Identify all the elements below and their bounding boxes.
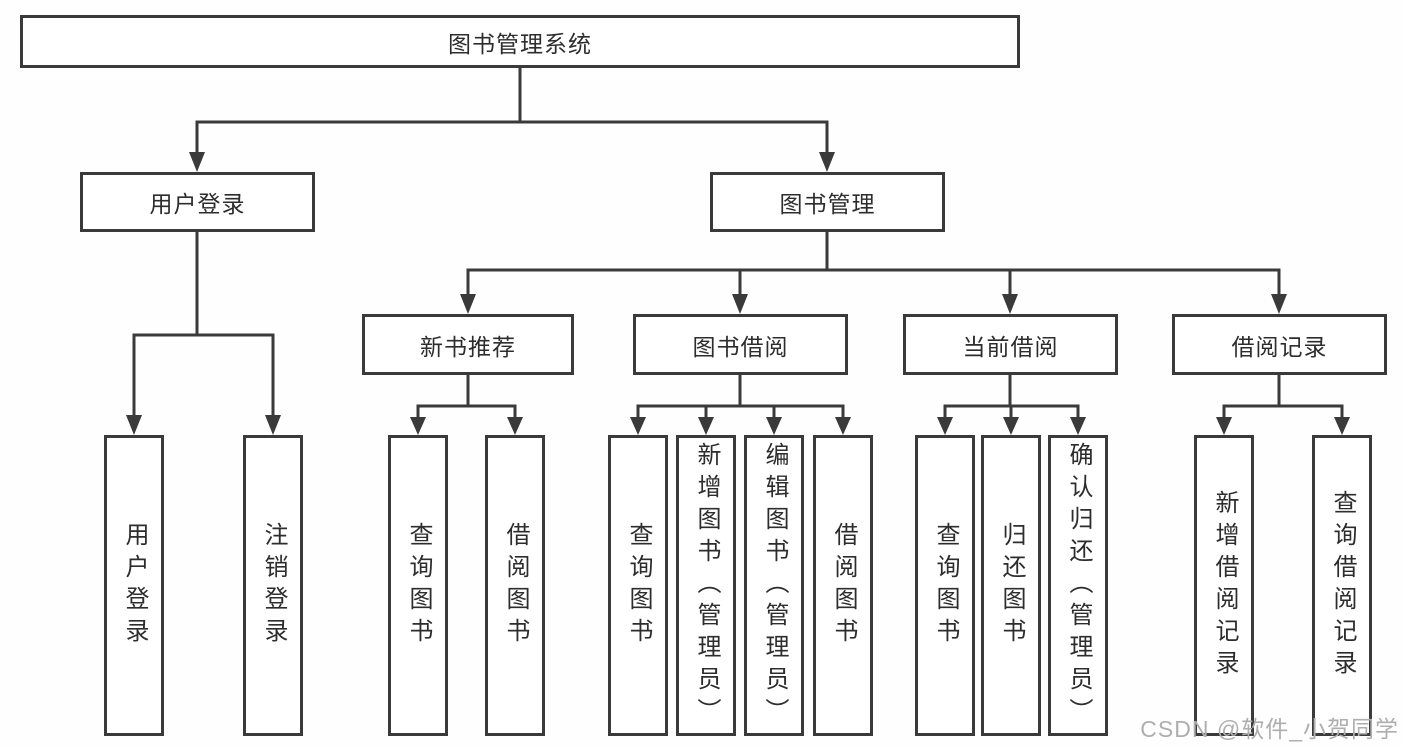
connector-current-borrow-children <box>937 373 1086 435</box>
connector-root-to-level2 <box>189 66 835 172</box>
leaf-bb-borrow-books: 借阅图书 <box>813 435 873 736</box>
node-borrow-records: 借阅记录 <box>1172 314 1387 375</box>
leaf-bb-edit-books-admin: 编辑图书（管理员） <box>744 435 804 736</box>
leaf-br-query-record: 查询借阅记录 <box>1312 435 1372 736</box>
connector-user-login-children <box>126 230 281 435</box>
connector-book-borrow-children <box>630 373 851 435</box>
node-current-borrow: 当前借阅 <box>903 314 1118 375</box>
connector-book-mgmt-children <box>460 230 1287 314</box>
connector-new-book-children <box>410 373 523 435</box>
connector-borrow-records-children <box>1216 373 1350 435</box>
leaf-cb-query-books: 查询图书 <box>915 435 975 736</box>
leaf-cb-return-books: 归还图书 <box>981 435 1041 736</box>
leaf-bb-query-books: 查询图书 <box>608 435 668 736</box>
leaf-br-add-record: 新增借阅记录 <box>1194 435 1254 736</box>
leaf-logout: 注销登录 <box>243 435 303 736</box>
node-book-borrow: 图书借阅 <box>633 314 848 375</box>
node-new-book-rec: 新书推荐 <box>362 314 574 375</box>
leaf-cb-confirm-return-admin: 确认归还（管理员） <box>1048 435 1108 736</box>
leaf-user-login: 用户登录 <box>104 435 164 736</box>
leaf-nb-borrow-books: 借阅图书 <box>485 435 545 736</box>
node-root: 图书管理系统 <box>20 15 1020 68</box>
node-book-mgmt: 图书管理 <box>710 172 945 232</box>
leaf-nb-query-books: 查询图书 <box>388 435 448 736</box>
leaf-bb-add-books-admin: 新增图书（管理员） <box>676 435 736 736</box>
watermark: CSDN @软件_小贺同学 <box>1140 716 1399 742</box>
node-user-login: 用户登录 <box>80 172 315 232</box>
